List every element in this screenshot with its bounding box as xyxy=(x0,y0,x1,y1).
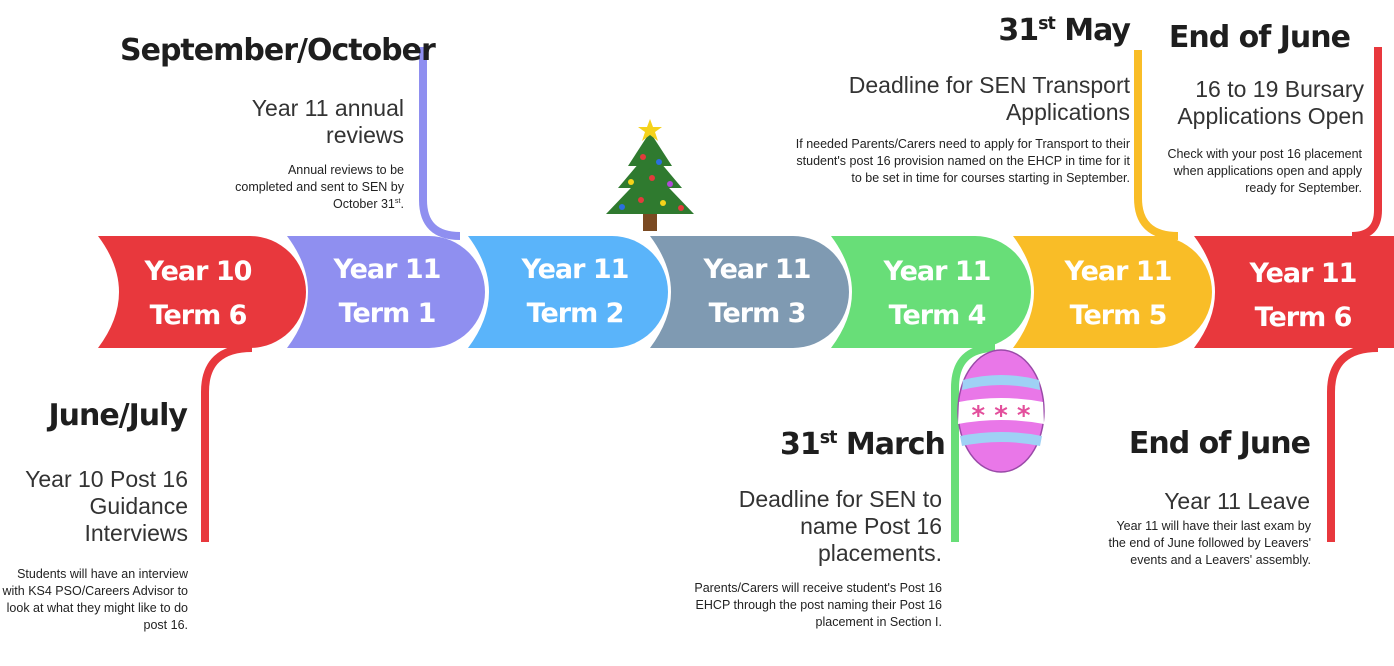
event-detail-sup: st xyxy=(394,195,401,205)
event-heading-sup: st xyxy=(819,428,838,448)
connector-line-march xyxy=(951,344,996,542)
segment-label-line2: Term 3 xyxy=(708,298,807,329)
segment-label-y11t5: Year 11 Term 5 xyxy=(1043,250,1193,338)
segment-label-line1: Year 10 xyxy=(144,256,253,287)
segment-y11t4 xyxy=(831,236,1031,348)
christmas-tree-icon xyxy=(606,119,694,231)
segment-label-line2: Term 6 xyxy=(149,300,248,331)
segment-label-line2: Term 2 xyxy=(526,298,625,329)
segment-label-y10t6: Year 10 Term 6 xyxy=(123,250,273,338)
segment-y10t6 xyxy=(98,236,306,348)
segment-label-line1: Year 11 xyxy=(703,254,812,285)
segment-label-line2: Term 5 xyxy=(1069,300,1168,331)
event-heading-end-june-bottom: End of June xyxy=(1128,426,1311,461)
segment-label-line2: Term 6 xyxy=(1254,302,1353,333)
event-detail-march: Parents/Carers will receive student's Po… xyxy=(694,581,942,629)
event-heading-rest: May xyxy=(1054,13,1131,48)
segment-label-y11t3: Year 11 Term 3 xyxy=(682,248,832,336)
segment-y11t3 xyxy=(650,236,849,348)
segment-label-y11t6: Year 11 Term 6 xyxy=(1228,252,1378,340)
event-heading-sep-oct: September/October xyxy=(120,33,436,68)
connector-line-june-july xyxy=(201,344,253,542)
event-sub-june-july: Year 10 Post 16 Guidance Interviews xyxy=(25,466,188,546)
event-detail-june-july: Students will have an interview with KS4… xyxy=(2,567,189,632)
connector-line-end-june-bottom xyxy=(1327,344,1379,542)
event-sub-end-june-top: 16 to 19 Bursary Applications Open xyxy=(1177,76,1364,129)
event-heading-rest: March xyxy=(836,427,946,462)
connector-line-may xyxy=(1134,50,1179,240)
event-heading-may: 31st May xyxy=(940,13,1131,48)
event-heading-num: 31 xyxy=(998,13,1039,48)
event-detail-sep-oct: Annual reviews to be completed and sent … xyxy=(228,162,404,213)
segment-y11t1 xyxy=(287,236,485,348)
svg-text:* * *: * * * xyxy=(972,401,1031,431)
event-detail-may: If needed Parents/Carers need to apply f… xyxy=(795,137,1130,185)
segment-label-line1: Year 11 xyxy=(521,254,630,285)
segment-label-y11t1: Year 11 Term 1 xyxy=(312,248,462,336)
event-heading-end-june-top: End of June xyxy=(1168,20,1351,55)
segment-y11t6 xyxy=(1194,236,1394,348)
easter-egg-icon: * * * xyxy=(957,349,1045,473)
event-detail-end: . xyxy=(400,197,404,211)
event-sub-march: Deadline for SEN to name Post 16 placeme… xyxy=(738,486,942,566)
segment-y11t2 xyxy=(468,236,668,348)
segment-label-line2: Term 4 xyxy=(888,300,987,331)
segment-label-y11t2: Year 11 Term 2 xyxy=(500,248,650,336)
event-heading-num: 31 xyxy=(780,427,821,462)
event-sub-may: Deadline for SEN Transport Applications xyxy=(848,72,1130,125)
segment-label-line1: Year 11 xyxy=(333,254,442,285)
segment-label-y11t4: Year 11 Term 4 xyxy=(862,250,1012,338)
segment-label-line1: Year 11 xyxy=(1249,258,1358,289)
event-heading-sup: st xyxy=(1038,14,1056,34)
event-sub-end-june-bottom: Year 11 Leave xyxy=(1164,488,1310,514)
event-detail-end-june-top: Check with your post 16 placement when a… xyxy=(1167,147,1362,195)
event-detail-text: Annual reviews to be completed and sent … xyxy=(235,163,404,211)
event-heading-june-july: June/July xyxy=(48,398,188,433)
event-detail-end-june-bottom: Year 11 will have their last exam by the… xyxy=(1108,519,1311,567)
segment-y11t5 xyxy=(1013,236,1212,348)
segment-label-line1: Year 11 xyxy=(883,256,992,287)
segment-label-line2: Term 1 xyxy=(338,298,437,329)
connector-line-sep-oct xyxy=(419,47,461,240)
connector-line-end-june-top xyxy=(1351,47,1382,240)
segment-label-line1: Year 11 xyxy=(1064,256,1173,287)
event-sub-sep-oct: Year 11 annual reviews xyxy=(251,95,404,148)
event-heading-march: 31st March xyxy=(780,427,946,462)
